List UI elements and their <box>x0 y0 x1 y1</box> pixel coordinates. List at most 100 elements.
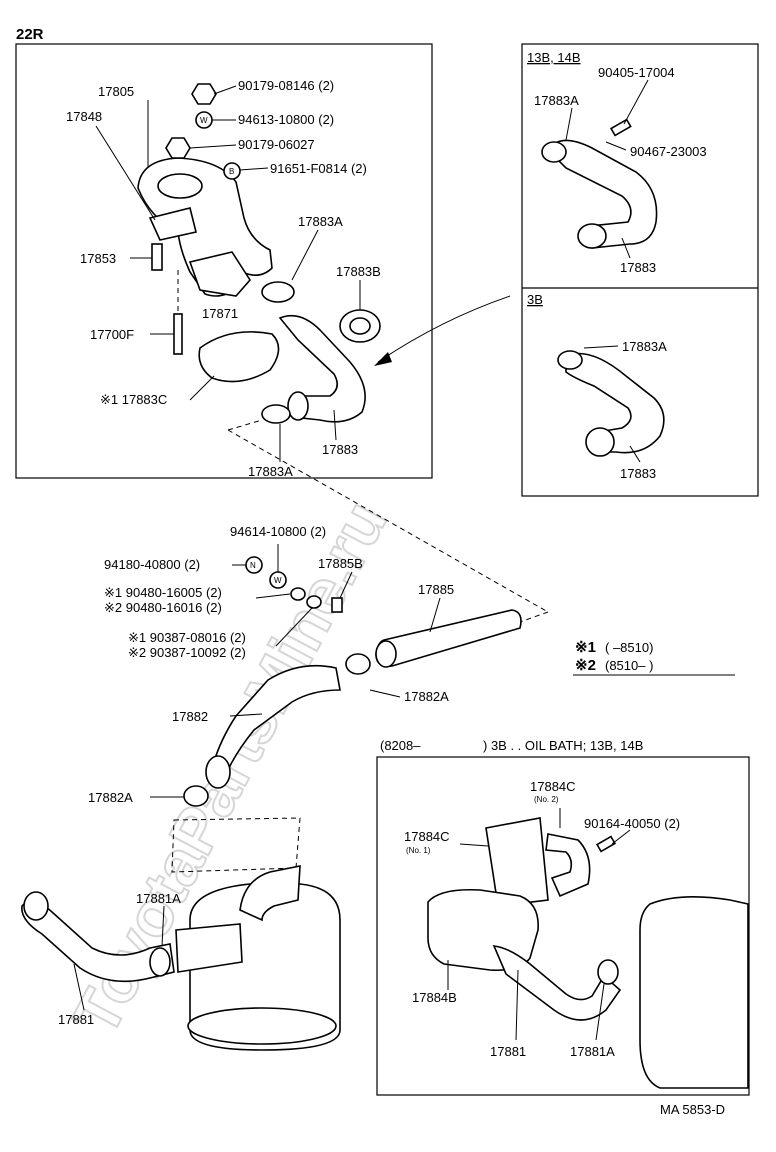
leader-13b-17883 <box>621 237 631 259</box>
leader-3b-17883 <box>629 445 641 463</box>
label-17882a-right: 17882A <box>404 689 449 704</box>
pipe-17885 <box>375 609 522 668</box>
leader-17882a-right <box>369 689 401 698</box>
label-13b-17883a: 17883A <box>534 93 579 108</box>
label-117883c: ※1 17883C <box>100 392 167 407</box>
air-cleaner-inlet <box>239 865 301 922</box>
label-3b-17883: 17883 <box>620 466 656 481</box>
bracket-17871 <box>188 251 251 297</box>
leader-17882 <box>229 713 263 717</box>
label-17848: 17848 <box>66 109 102 124</box>
washer-marker-w-letter: W <box>200 116 208 125</box>
label-oilbath-17881a: 17881A <box>570 1044 615 1059</box>
leader-91651 <box>239 167 269 171</box>
frame-right <box>521 43 759 497</box>
legend-2-text: (8510– ) <box>605 658 653 673</box>
label-17883a-bottom: 17883A <box>248 464 293 479</box>
label-90480-16005: ※1 90480-16005 (2) <box>104 585 222 600</box>
leader-90387 <box>275 607 313 647</box>
arrow-shaft <box>377 295 511 363</box>
hose-17882-end <box>205 755 231 789</box>
gasket-17848 <box>148 207 197 241</box>
label-22r: 22R <box>16 26 44 43</box>
cover-plate-17883c <box>198 331 280 383</box>
leader-90480 <box>255 593 291 599</box>
leader-13b-90405 <box>623 79 649 125</box>
leader-17881 <box>73 963 85 1011</box>
hose-17881-end <box>23 891 49 921</box>
bolt-marker-b-letter: B <box>229 167 234 176</box>
clamp-17882a-right <box>345 653 371 675</box>
legend-1-mark: ※1 <box>575 639 596 656</box>
air-cleaner-snorkel <box>175 923 243 973</box>
leader-17883a-top <box>291 229 319 281</box>
label-17884c-no1-sub: (No. 1) <box>406 846 431 855</box>
label-17885: 17885 <box>418 582 454 597</box>
label-90179-06027: 90179-06027 <box>238 137 315 152</box>
leader-oilbath-17881a <box>595 983 605 1041</box>
leader-oilbath-17881 <box>515 969 519 1041</box>
fitting-17885b <box>331 597 343 613</box>
leader-3b-17883a <box>583 345 619 349</box>
washer-marker-w2-letter: W <box>274 576 282 585</box>
leader-17848 <box>95 125 156 221</box>
hose-17883 <box>278 314 366 423</box>
label-17884c-no1: 17884C <box>404 829 450 844</box>
label-13b-90405: 90405-17004 <box>598 65 675 80</box>
clamp-17882a-left <box>183 785 209 807</box>
leader-17885b <box>339 571 353 599</box>
arrow-head <box>374 352 392 366</box>
nut-marker-n-letter: N <box>250 561 256 570</box>
clamp-13b-17883a <box>541 141 567 163</box>
label-17700f: 17700F <box>90 327 134 342</box>
clamp-17883a-top <box>261 281 295 303</box>
label-90480-16016: ※2 90480-16016 (2) <box>104 600 222 615</box>
label-94613-10800: 94613-10800 (2) <box>238 112 334 127</box>
hose-17882 <box>211 664 341 776</box>
hose-3b-17883 <box>565 352 665 454</box>
label-17871: 17871 <box>202 306 238 321</box>
label-17882a-left: 17882A <box>88 790 133 805</box>
dash-link-2 <box>227 419 263 431</box>
nut-90179-06027 <box>165 137 191 159</box>
clamp-3b-17883a <box>557 350 583 370</box>
label-17883b: 17883B <box>336 264 381 279</box>
bottom-box-header-right: ) 3B . . OIL BATH; 13B, 14B <box>483 738 643 753</box>
label-17881a: 17881A <box>136 891 181 906</box>
label-17885b: 17885B <box>318 556 363 571</box>
leader-13b-90467 <box>605 141 627 151</box>
hose-3b-end <box>585 427 615 457</box>
label-90164-40050: 90164-40050 (2) <box>584 816 680 831</box>
leader-17883 <box>333 409 337 441</box>
housing-17884b <box>427 888 539 972</box>
leader-13b-17883a <box>565 107 573 141</box>
dash-box-air-cleaner <box>171 817 301 873</box>
frame-22r <box>15 43 433 479</box>
bracket-17884c-no2 <box>545 833 591 898</box>
leader-90179-06027 <box>189 144 237 149</box>
leader-17884c-no1 <box>459 843 489 847</box>
label-13b-14b: 13B, 14B <box>527 50 581 65</box>
hose-oilbath-17881 <box>492 945 622 1021</box>
valve-17853 <box>151 243 163 271</box>
air-cleaner-base <box>187 1007 337 1045</box>
footer-code: MA 5853-D <box>660 1102 725 1117</box>
bolt-90164 <box>595 835 617 853</box>
label-13b-90467: 90467-23003 <box>630 144 707 159</box>
leader-17885 <box>429 597 441 633</box>
label-17883: 17883 <box>322 442 358 457</box>
label-17883a-top: 17883A <box>298 214 343 229</box>
bolt-marker-b <box>223 162 241 180</box>
label-94614-10800: 94614-10800 (2) <box>230 524 326 539</box>
pipe-17885-end <box>375 640 397 668</box>
label-17853: 17853 <box>80 251 116 266</box>
label-17805: 17805 <box>98 84 134 99</box>
label-17884c-no2-sub: (No. 2) <box>534 795 559 804</box>
frame-bottom-right <box>376 756 750 1096</box>
grommet-90480 <box>290 587 306 601</box>
dash-link-3 <box>519 611 549 623</box>
bracket-17884c-no1 <box>485 817 549 907</box>
clamp-17881a <box>149 947 171 977</box>
leader-90179-08146 <box>213 85 237 95</box>
